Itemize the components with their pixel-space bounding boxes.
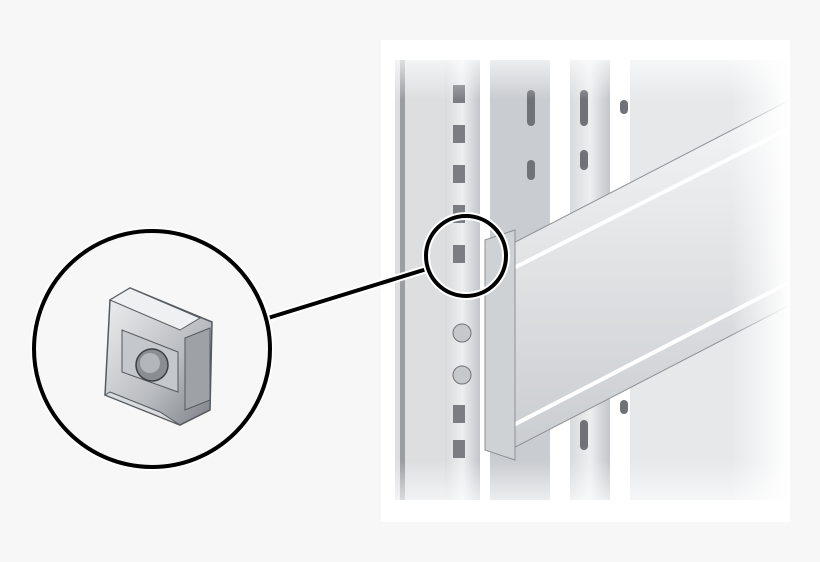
rack-screws	[452, 323, 472, 385]
callout-small-circle	[424, 214, 508, 298]
cage-nut	[103, 287, 213, 426]
rack-frame	[381, 40, 790, 522]
callout-leader-line	[267, 266, 431, 320]
